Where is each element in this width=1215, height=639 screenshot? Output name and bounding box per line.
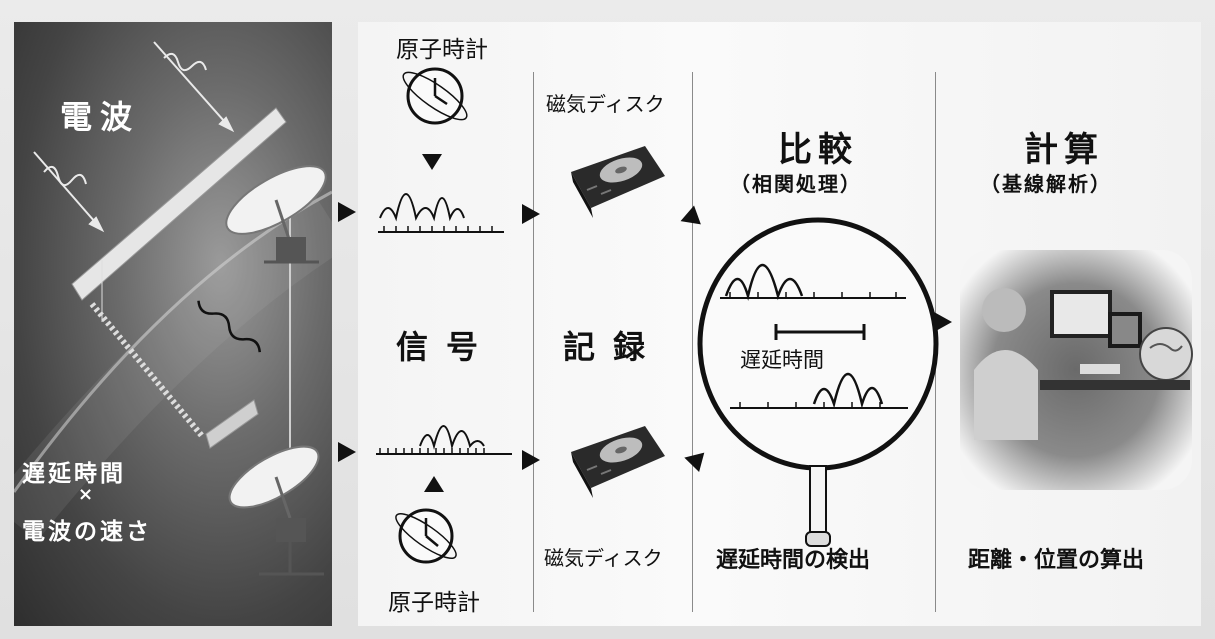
compare-caption: 遅延時間の検出 — [716, 548, 871, 573]
formula-delay-time: 遅延時間 — [22, 461, 126, 487]
magnifying-glass-icon — [697, 217, 939, 547]
signal-title: 信号 — [396, 328, 497, 366]
delay-time-label: 遅延時間 — [740, 348, 824, 372]
magnetic-disk-label-top: 磁気ディスク — [546, 92, 665, 116]
compare-subtitle: （相関処理） — [730, 172, 862, 196]
flow-arrow-icon — [522, 204, 540, 470]
calc-title: 計算 — [1024, 130, 1104, 170]
hard-disk-icon — [571, 146, 665, 218]
signal-waveform-top — [378, 193, 504, 233]
magnetic-disk-label-bottom: 磁気ディスク — [544, 546, 663, 570]
down-arrow-icon — [422, 154, 442, 170]
calc-subtitle: （基線解析） — [980, 172, 1112, 196]
left-panel-vlbi-scene: 電波 遅延時間 × 電波の速さ — [14, 22, 332, 626]
compare-title: 比較 — [778, 130, 858, 170]
up-arrow-icon — [424, 476, 444, 492]
formula-wave-speed: 電波の速さ — [22, 519, 152, 545]
workstation-photo — [960, 250, 1193, 490]
signal-waveform-bottom — [376, 425, 512, 455]
radio-antenna-icon — [225, 165, 327, 576]
clock-icon — [395, 508, 457, 564]
right-panel-process: 原子時計 信号 — [358, 22, 1201, 626]
hard-disk-icon — [571, 426, 665, 498]
record-title: 記録 — [563, 328, 664, 366]
flow-arrow-icon — [934, 312, 952, 332]
radio-wave-label: 電波 — [60, 98, 141, 136]
section-divider — [533, 72, 534, 612]
wave-arrow-icon — [33, 41, 262, 353]
flow-arrow-icon — [680, 205, 705, 472]
atomic-clock-label-bottom: 原子時計 — [388, 590, 480, 616]
clock-icon — [402, 67, 468, 125]
calc-caption: 距離・位置の算出 — [968, 548, 1145, 573]
formula-multiply: × — [78, 484, 94, 505]
section-divider — [692, 72, 693, 612]
atomic-clock-label-top: 原子時計 — [396, 37, 488, 63]
wavefront-plate — [71, 107, 291, 452]
